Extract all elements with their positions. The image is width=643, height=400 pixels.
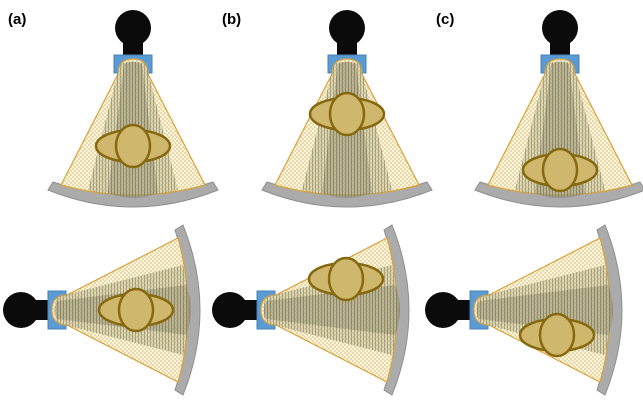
transducer-ball: [3, 292, 39, 328]
transducer-ball: [542, 10, 578, 46]
panel-c-bottom: [425, 224, 623, 396]
transducer-ball: [212, 292, 248, 328]
target-blob-core: [541, 147, 579, 193]
beam-stripe-inner-lines: [264, 285, 400, 335]
target-blob-core: [538, 312, 576, 358]
target-blob-core: [117, 287, 155, 333]
panel-label-b: (b): [222, 11, 242, 28]
panel-label-a: (a): [8, 11, 27, 28]
panel-b-top: [261, 10, 433, 208]
panel-b-bottom: [212, 224, 410, 396]
transducer-ball: [329, 10, 365, 46]
target-blob-core: [114, 123, 152, 169]
panel-c-top: [474, 10, 643, 208]
panel-a-top: [47, 10, 219, 208]
transducer-ball: [425, 292, 461, 328]
transducer-ball: [115, 10, 151, 46]
target-blob-core: [327, 256, 365, 302]
panel-label-c: (c): [436, 11, 455, 28]
target-blob-core: [328, 91, 366, 137]
panel-a-bottom: [3, 224, 201, 396]
